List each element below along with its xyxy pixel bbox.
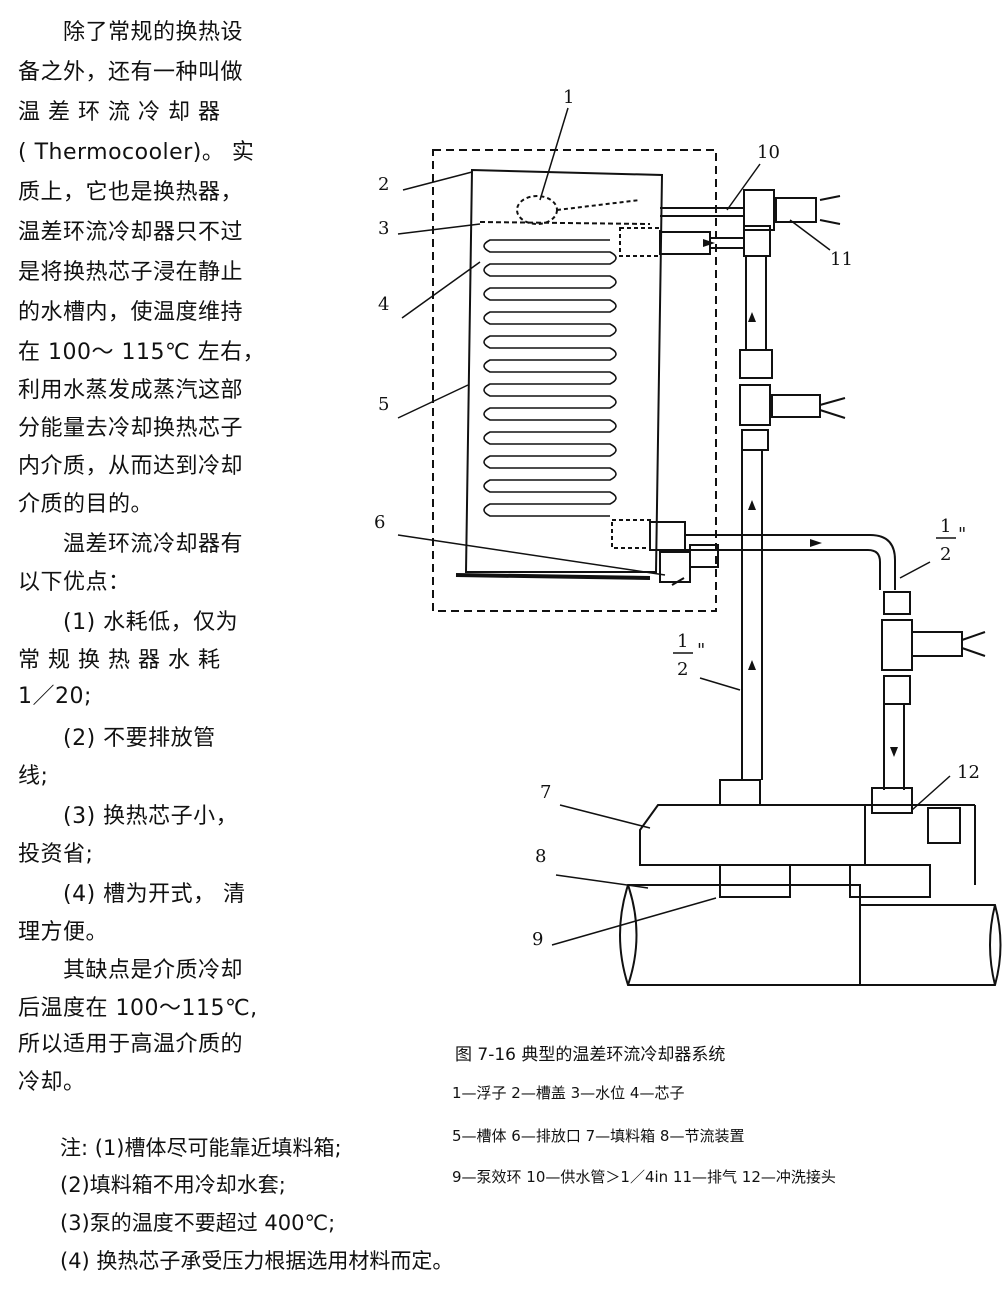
- label-6: 6: [374, 512, 385, 533]
- text-line: 介质的目的。: [18, 492, 154, 517]
- text-line: 内介质，从而达到冷却: [18, 454, 244, 479]
- text-line: 温差环流冷却器只不过: [18, 220, 244, 245]
- label-4: 4: [378, 294, 389, 315]
- text-line: 除了常规的换热设: [18, 20, 244, 45]
- text-line: ( Thermocooler)。 实: [18, 140, 255, 165]
- text-line: 温 差 环 流 冷 却 器: [18, 100, 221, 125]
- label-7: 7: [540, 782, 551, 803]
- text-line: 后温度在 100～115℃,: [18, 996, 258, 1021]
- label-10: 10: [757, 142, 780, 163]
- text-line: 在 100～ 115℃ 左右，: [18, 340, 266, 365]
- text-line: (1) 水耗低，仅为: [18, 610, 239, 635]
- text-line: 其缺点是介质冷却: [18, 958, 244, 983]
- text-line: 质上，它也是换热器，: [18, 180, 244, 205]
- text-line: 投资省;: [18, 842, 94, 867]
- note-line: (4) 换热芯子承受压力根据选用材料而定。: [60, 1249, 454, 1273]
- note-line: (3)泵的温度不要超过 400℃;: [60, 1211, 336, 1235]
- text-line: 冷却。: [18, 1070, 86, 1095]
- text-line: 的水槽内，使温度维持: [18, 300, 244, 325]
- label-11: 11: [830, 249, 853, 270]
- note-line: 注: (1)槽体尽可能靠近填料箱;: [60, 1136, 342, 1160]
- stuffing-box: [639, 804, 866, 866]
- pipe-size-right-num: 1: [940, 516, 951, 537]
- text-line: (4) 槽为开式， 清: [18, 882, 246, 907]
- label-3: 3: [378, 218, 389, 239]
- label-2: 2: [378, 174, 389, 195]
- legend-line: 5—槽体 6—排放口 7—填料箱 8—节流装置: [452, 1127, 745, 1145]
- text-line: 所以适用于高温介质的: [18, 1032, 244, 1057]
- pipe-size-left-den: 2: [677, 659, 688, 680]
- pipe-size-left-num: 1: [677, 631, 688, 652]
- heat-exchange-coil: [483, 239, 617, 517]
- float: [516, 195, 558, 225]
- text-line: 温差环流冷却器有: [18, 532, 244, 557]
- legend-line: 9—泵效环 10—供水管＞1／4in 11—排气 12—冲洗接头: [452, 1168, 836, 1186]
- label-9: 9: [532, 929, 543, 950]
- pipe-size-right-den: 2: [940, 544, 951, 565]
- text-line: 常 规 换 热 器 水 耗: [18, 648, 221, 673]
- note-line: (2)填料箱不用冷却水套;: [60, 1173, 286, 1197]
- label-8: 8: [535, 846, 546, 867]
- text-line: 线;: [18, 764, 49, 789]
- legend-line: 1—浮子 2—槽盖 3—水位 4—芯子: [452, 1084, 685, 1102]
- pipe-size-right-mark: ": [958, 524, 966, 545]
- text-line: (2) 不要排放管: [18, 726, 216, 751]
- text-line: 以下优点：: [18, 570, 131, 595]
- label-1: 1: [563, 87, 574, 108]
- label-5: 5: [378, 394, 389, 415]
- text-line: 1／20;: [18, 684, 92, 709]
- text-line: 是将换热芯子浸在静止: [18, 260, 244, 285]
- text-line: 备之外，还有一种叫做: [18, 60, 244, 85]
- label-12: 12: [957, 762, 980, 783]
- text-line: 利用水蒸发成蒸汽这部: [18, 378, 244, 403]
- text-line: (3) 换热芯子小，: [18, 804, 239, 829]
- text-line: 理方便。: [18, 920, 109, 945]
- pipe-size-left-mark: ": [697, 640, 705, 661]
- figure-caption: 图 7-16 典型的温差环流冷却器系统: [455, 1045, 726, 1065]
- tank-body: [464, 168, 664, 573]
- text-line: 分能量去冷却换热芯子: [18, 416, 244, 441]
- thermocooler-diagram: 1 2 3 4 5 6 7 8 9 10 11 12 1 2 " 1 2 ": [374, 87, 1002, 986]
- pump-shaft: [619, 884, 861, 986]
- dashed-enclosure: [432, 149, 717, 612]
